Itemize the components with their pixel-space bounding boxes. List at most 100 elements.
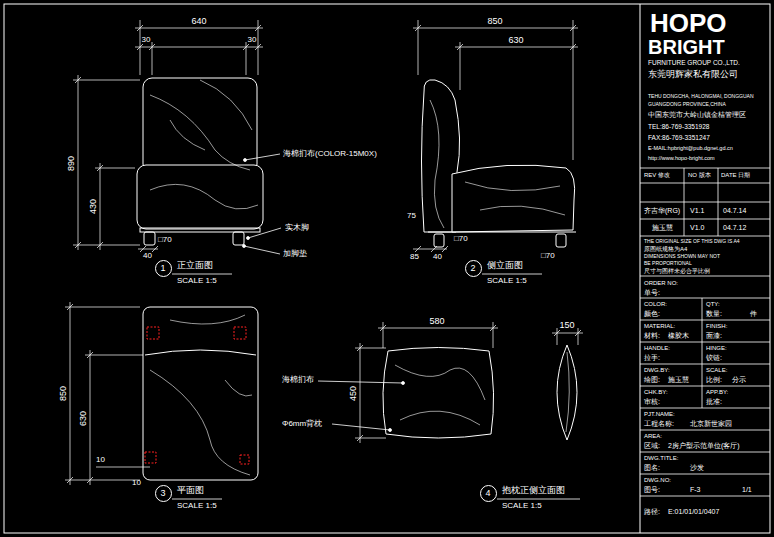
dimension-text: 75 xyxy=(407,212,416,220)
title-block-text: 审核: xyxy=(644,398,660,405)
view-number-circle: 3 xyxy=(155,485,172,502)
title-block-text: 施玉慧 xyxy=(668,376,689,383)
title-block-text: 中国东莞市大岭山镇金桔管理区 xyxy=(648,112,746,119)
title-block-text: 拉手: xyxy=(644,354,660,361)
dimension-lines xyxy=(65,20,583,485)
title-block-text: 路径: xyxy=(644,508,660,515)
dimension-text: 580 xyxy=(430,317,445,326)
company-logo: BRIGHT xyxy=(648,37,725,57)
title-block-text: 图名: xyxy=(644,464,660,471)
title-block-text: DWG.TITLE: xyxy=(644,455,678,461)
dimension-text: 450 xyxy=(349,385,358,400)
view-number: 4 xyxy=(485,489,490,498)
dimension-text: 630 xyxy=(509,36,524,45)
title-block-text: 批准: xyxy=(706,398,722,405)
dimension-text: □70 xyxy=(158,236,172,244)
title-block-text: 数量: xyxy=(706,310,722,317)
title-block-text: 单号: xyxy=(644,289,660,296)
leader-lines xyxy=(243,154,405,432)
title-block-text: 施玉慧 xyxy=(652,224,673,231)
title-block-text: COLOR: xyxy=(644,301,667,307)
title-block-text: 沙发 xyxy=(690,464,704,471)
title-block-text: TEHU DONGCHA, HALONGMAI, DONGGUAN xyxy=(648,94,754,99)
title-block-text: 工程名称: xyxy=(644,420,674,427)
plan-view xyxy=(143,307,258,480)
dimension-text: □70 xyxy=(541,252,555,260)
title-block-text: V1.0 xyxy=(690,224,704,231)
dimension-text: 430 xyxy=(89,198,98,213)
dimension-text: 10 xyxy=(132,479,141,487)
title-block-text: 分示 xyxy=(732,376,746,383)
dimension-text: 150 xyxy=(560,321,575,330)
dimension-text: 850 xyxy=(59,385,68,400)
title-block-text: DIMENSIONS SHOWN MAY NOT xyxy=(644,254,720,259)
dimension-text: 40 xyxy=(143,252,152,260)
title-underlines xyxy=(172,274,580,499)
title-block-text: 绘图: xyxy=(644,376,660,383)
title-block-text: 04.7.14 xyxy=(723,207,746,214)
title-block-text: THE ORIGINAL SIZE OF THIS DWG IS A4 xyxy=(644,239,740,244)
title-block-text: 面漆: xyxy=(706,332,722,339)
title-block-text: HANDLE: xyxy=(644,345,670,351)
title-block-text: V1.1 xyxy=(690,207,704,214)
callout-label: 海棉扪布 xyxy=(282,376,314,384)
title-block-text: DWG.NO: xyxy=(644,477,671,483)
cushion-view xyxy=(383,345,577,440)
title-block-text: AREA: xyxy=(644,433,662,439)
title-block-text: BE PROPORTIONAL xyxy=(644,261,692,266)
title-block-text: 颜色: xyxy=(644,310,660,317)
panel-border xyxy=(640,4,641,533)
title-block-text: ORDER NO: xyxy=(644,280,678,286)
callout-label: Φ6mm背枕 xyxy=(282,420,322,428)
title-block-text: PJT.NAME: xyxy=(644,411,675,417)
view-number: 1 xyxy=(160,264,165,273)
scale-note: SCALE 1:5 xyxy=(177,277,217,285)
view-title: 正立面图 xyxy=(177,261,213,270)
title-block-text: 橡胶木 xyxy=(668,332,689,339)
title-block-text: 材料: xyxy=(644,332,660,339)
title-block-text: HINGE: xyxy=(706,345,727,351)
title-block-text: MATERIAL: xyxy=(644,323,675,329)
title-block-text: REV 修改 xyxy=(644,172,670,178)
title-block-text: TEL:86-769-3351928 xyxy=(648,124,709,131)
side-view xyxy=(422,80,577,247)
dimension-text: 30 xyxy=(142,36,151,44)
title-block-text: 04.7.12 xyxy=(723,224,746,231)
scale-note: SCALE 1:5 xyxy=(502,502,542,510)
scale-note: SCALE 1:5 xyxy=(177,502,217,510)
view-title: 抱枕正侧立面图 xyxy=(502,486,565,495)
title-block-text: 北京新世家园 xyxy=(690,420,732,427)
title-block-text: 比例: xyxy=(706,376,722,383)
title-block-text: APP.BY: xyxy=(706,389,728,395)
title-block-grid xyxy=(640,168,770,496)
title-block-text: 齐吉华(RG) xyxy=(644,207,680,214)
title-block-text: FAX:86-769-3351247 xyxy=(648,135,710,142)
title-block-text: http://www.hopo-bright.com xyxy=(648,156,715,162)
title-block-text: 区域: xyxy=(644,442,660,449)
view-number-circle: 1 xyxy=(155,260,172,277)
title-block-text: E-MAIL:hpbright@pub.dgnet.gd.cn xyxy=(648,146,733,152)
title-block-text: DATE 日期 xyxy=(721,172,750,178)
scale-note: SCALE 1:5 xyxy=(487,277,527,285)
callout-label: 实木脚 xyxy=(285,224,309,232)
title-block-text: 东莞明辉家私有限公司 xyxy=(648,70,738,79)
view-number: 3 xyxy=(160,489,165,498)
view-title: 平面图 xyxy=(177,486,204,495)
dimension-text: 85 xyxy=(410,253,419,261)
title-block-text: CHK.BY: xyxy=(644,389,668,395)
title-block-text: QTY: xyxy=(706,301,720,307)
title-block-text: 尺寸与图样未必合乎比例 xyxy=(644,268,710,274)
title-block-text: 铰链: xyxy=(706,354,722,361)
view-title: 侧立面图 xyxy=(487,261,523,270)
title-block-text: F-3 xyxy=(690,486,701,493)
title-block-text: DWG.BY: xyxy=(644,367,670,373)
dimension-text: 630 xyxy=(79,410,88,425)
title-block-text: 件 xyxy=(750,310,757,317)
dimension-text: 640 xyxy=(192,17,207,26)
dimension-text: □70 xyxy=(454,235,468,243)
callout-label: 加脚垫 xyxy=(283,250,307,258)
dimension-text: 890 xyxy=(67,155,76,170)
front-view xyxy=(137,78,263,245)
title-block-text: FINISH: xyxy=(706,323,727,329)
title-block-text: E:01/01/01/0407 xyxy=(668,508,719,515)
